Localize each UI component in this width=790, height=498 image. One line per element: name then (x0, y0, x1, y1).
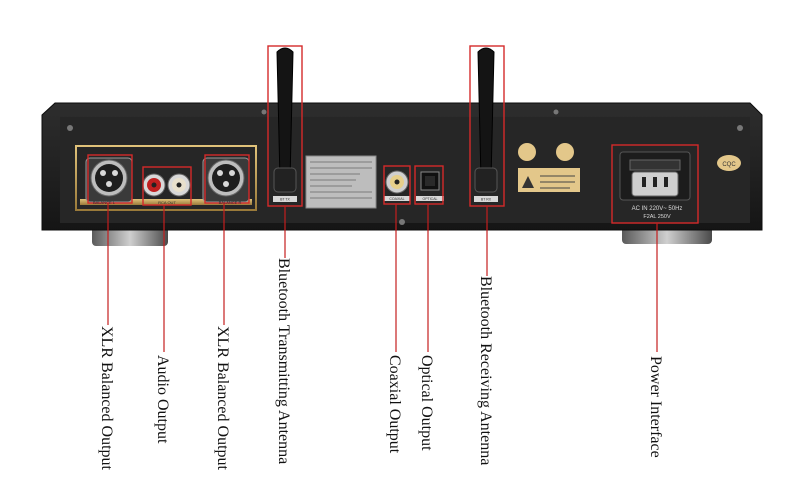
callout-audio-out: Audio Output (154, 355, 171, 444)
bt-tx-antenna[interactable] (273, 47, 297, 202)
heat-warning-icon (518, 143, 536, 161)
output-section: BALANCE L RCA OUT BALANCE R (75, 145, 257, 211)
coaxial-highlight (383, 165, 411, 205)
power-spec-line-2: F2AL 250V (643, 214, 671, 220)
xlr-left-highlight (87, 154, 133, 204)
gold-trim-frame (75, 145, 257, 211)
callout-optical: Optical Output (418, 355, 435, 451)
optical-highlight (414, 165, 444, 205)
cqc-mark: CQC (722, 162, 736, 168)
xlr-right-tag: BALANCE R (219, 200, 242, 205)
power-spec-line-1: AC IN 220V~ 50Hz (632, 206, 683, 212)
callout-coaxial: Coaxial Output (386, 355, 403, 454)
xlr-left-tag: BALANCE L (93, 200, 116, 205)
xlr-left-connector[interactable] (85, 157, 133, 203)
bt-rx-antenna[interactable] (474, 47, 498, 202)
power-highlight (611, 144, 699, 224)
recycle-icon (556, 143, 574, 161)
callout-bt-tx: Bluetooth Transmitting Antenna (275, 258, 292, 465)
power-inlet[interactable] (619, 151, 691, 201)
xlr-right-highlight (204, 154, 250, 204)
bt-rx-tag: BT RX (481, 198, 492, 202)
spec-label (305, 155, 377, 209)
optical-connector[interactable] (416, 171, 444, 201)
bt-tx-tag: BT TX (280, 198, 290, 202)
coaxial-tag: COAXIAL (389, 197, 404, 201)
rca-connectors[interactable] (142, 173, 191, 197)
xlr-right-connector[interactable] (202, 157, 250, 203)
safety-logos (518, 143, 580, 192)
callout-power: Power Interface (647, 356, 664, 458)
callout-leaders (107, 203, 658, 352)
callout-xlr-right: XLR Balanced Output (214, 326, 231, 470)
coaxial-connector[interactable] (384, 170, 410, 201)
callout-xlr-left: XLR Balanced Output (98, 326, 115, 470)
callout-bt-rx: Bluetooth Receiving Antenna (477, 276, 494, 466)
cqc-badge: CQC (717, 155, 741, 171)
optical-tag: OPTICAL (423, 197, 438, 201)
rca-highlight (142, 166, 192, 206)
rca-tag: RCA OUT (158, 200, 176, 205)
